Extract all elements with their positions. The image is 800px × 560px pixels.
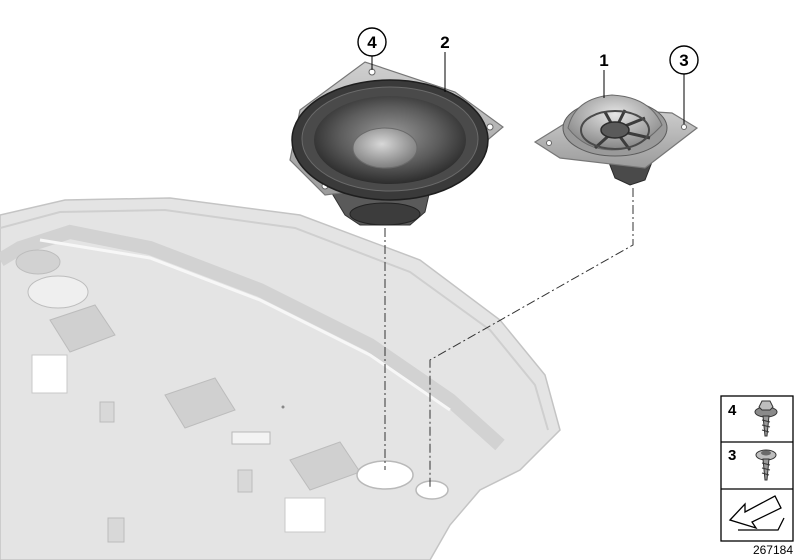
shelf-slot-2 [284, 497, 326, 533]
callout-number-1: 1 [599, 51, 608, 70]
hex-flange-screw-icon [754, 400, 778, 437]
callout-number-3: 3 [679, 51, 688, 70]
callout-number-4: 4 [367, 33, 377, 52]
callout-screw-tweeter[interactable]: 3 [669, 45, 699, 75]
shelf-clip-3 [107, 517, 125, 543]
callout-circle [669, 45, 699, 75]
shelf-clip-1 [99, 401, 115, 423]
shelf-subwoofer-opening [356, 460, 414, 490]
shelf-clip-2 [237, 469, 253, 493]
shelf-front-rail [0, 224, 505, 451]
shelf-dot [281, 405, 285, 409]
subwoofer-speaker[interactable] [289, 61, 504, 226]
fastener-legend: 4 3 [720, 395, 794, 542]
legend-row-screw-washer[interactable]: 3 [728, 447, 777, 481]
tweeter-speaker[interactable] [533, 94, 699, 186]
document-number: 267184 [753, 543, 793, 557]
callout-circle [357, 27, 387, 57]
subwoofer-dust-cap [352, 127, 418, 169]
callout-subwoofer[interactable]: 2 [440, 33, 449, 52]
shelf-slot-3 [231, 431, 271, 445]
shelf-top-edge [0, 208, 549, 431]
callout-screw-subwoofer[interactable]: 4 [357, 27, 387, 57]
shelf-rail-highlight [39, 238, 451, 412]
callout-leaders [371, 52, 685, 124]
shelf-slot-1 [31, 354, 68, 394]
legend-number-4: 4 [728, 402, 737, 419]
subwoofer-mount-hole-right [486, 123, 494, 131]
shelf-left-opening-lower [27, 275, 89, 309]
washer-head-screw-icon [755, 449, 777, 481]
shelf-left-opening-upper [15, 249, 61, 275]
tweeter-mount-hole-right [681, 124, 687, 130]
subwoofer-magnet [349, 202, 421, 226]
shelf-tweeter-opening [415, 480, 449, 500]
legend-row-screw-flange[interactable]: 4 [728, 400, 778, 437]
tweeter-grille [580, 109, 651, 151]
shelf-recess-1 [49, 304, 116, 353]
shelf-body [0, 197, 561, 560]
direction-arrow-icon [728, 495, 785, 531]
callout-tweeter[interactable]: 1 [599, 51, 608, 70]
shelf-recess-2 [164, 377, 236, 429]
assembly-lines [384, 188, 634, 488]
legend-number-3: 3 [728, 447, 736, 464]
tweeter-mount-hole-left [546, 140, 552, 146]
rear-parcel-shelf [0, 197, 561, 560]
callout-number-2: 2 [440, 33, 449, 52]
tweeter-assembly-line [429, 188, 634, 488]
